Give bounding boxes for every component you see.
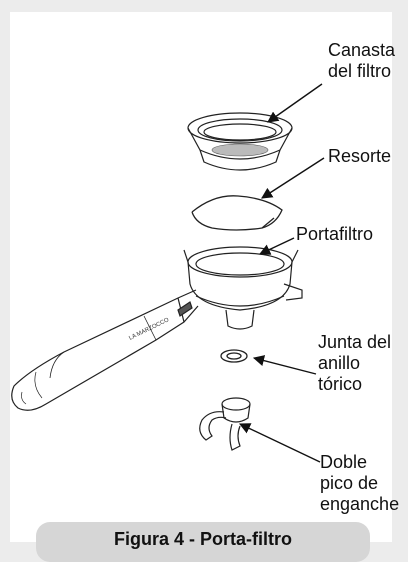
label-basket: Canasta del filtro xyxy=(328,40,395,82)
label-basket-line1: Canasta xyxy=(328,40,396,60)
leader-arrows xyxy=(238,83,325,463)
spring-drawing xyxy=(191,195,283,231)
filter-basket-drawing xyxy=(187,112,293,171)
arrow-oring xyxy=(252,355,317,375)
label-basket-line2: del filtro xyxy=(328,61,392,81)
arrow-portafilter xyxy=(258,237,295,255)
label-spout: Doble pico de enganche xyxy=(320,452,399,515)
label-spout-line1: Doble xyxy=(320,452,368,472)
label-spout-line2: pico de xyxy=(320,473,379,493)
label-oring-line2: anillo xyxy=(318,353,361,373)
figure-caption: Figura 4 - Porta-filtro xyxy=(36,522,370,562)
portafilter-drawing xyxy=(11,246,303,411)
o-ring-drawing xyxy=(220,349,248,363)
arrow-spring xyxy=(261,157,325,199)
handle-marking: LA MARZOCCO xyxy=(128,317,170,342)
label-portafilter: Portafiltro xyxy=(296,224,374,244)
label-oring: Junta del anillo tórico xyxy=(318,332,391,395)
arrow-basket xyxy=(267,83,323,123)
label-spring: Resorte xyxy=(328,146,392,166)
double-spout-drawing xyxy=(199,397,251,451)
label-oring-line1: Junta del xyxy=(318,332,392,352)
label-oring-line3: tórico xyxy=(318,374,363,394)
figure-panel xyxy=(10,12,392,542)
arrow-spout xyxy=(238,423,321,463)
label-spout-line3: enganche xyxy=(320,494,400,514)
